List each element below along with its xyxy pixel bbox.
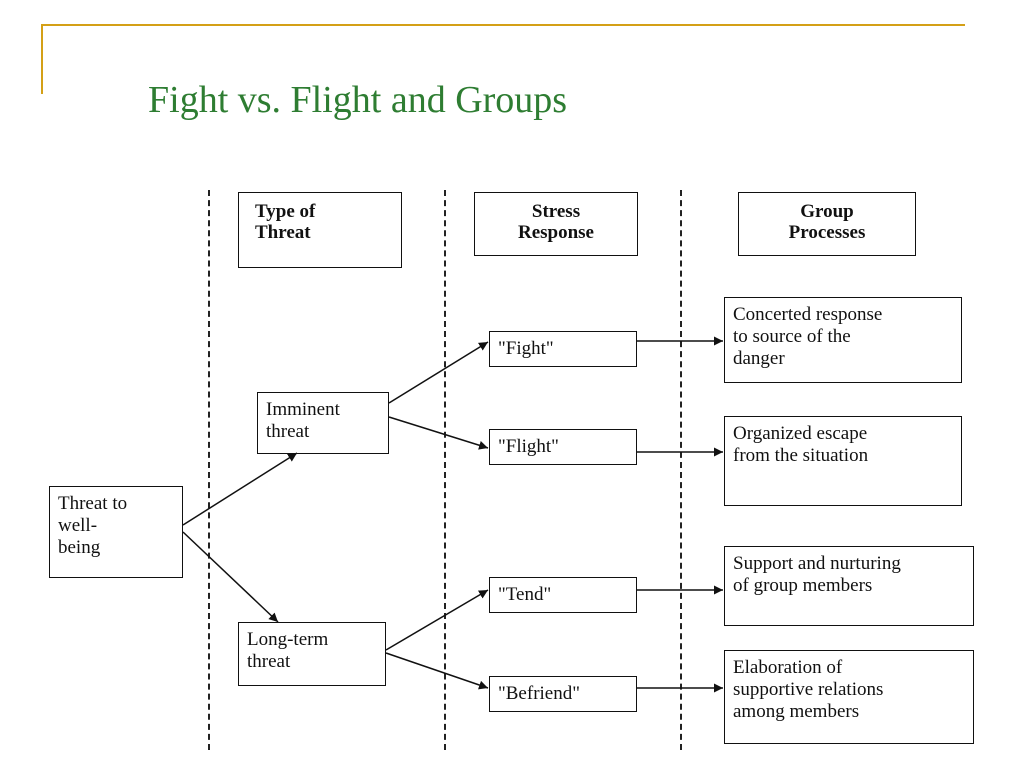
node-elaboration-line-2: supportive relations — [733, 679, 884, 700]
node-tend-label: "Tend" — [498, 584, 552, 605]
divider-1 — [208, 190, 210, 750]
node-support-line-2: of group members — [733, 575, 873, 596]
node-threat-line-3: being — [58, 537, 101, 558]
node-concerted-line-1: Concerted response — [733, 304, 883, 325]
node-fight-label: "Fight" — [498, 338, 554, 359]
node-long-term-threat: Long-term threat — [238, 622, 386, 686]
corner-rule-top — [41, 24, 965, 26]
node-support-nurturing: Support and nurturing of group members — [724, 546, 974, 626]
header-type-of-threat-line-1: Type of — [255, 201, 316, 222]
node-threat-to-well-being: Threat to well- being — [49, 486, 183, 578]
node-flight: "Flight" — [489, 429, 637, 465]
slide-title: Fight vs. Flight and Groups — [148, 79, 568, 121]
header-type-of-threat-line-2: Threat — [255, 222, 311, 243]
node-organized-line-2: from the situation — [733, 445, 869, 466]
node-concerted-line-2: to source of the — [733, 326, 851, 347]
arrow-long-term-to-tend — [385, 589, 489, 651]
arrow-threat-to-imminent — [182, 452, 298, 526]
header-stress-response-line-2: Response — [517, 222, 594, 243]
header-stress-response: Stress Response — [474, 192, 638, 256]
node-organized-line-1: Organized escape — [733, 423, 868, 444]
node-befriend: "Befriend" — [489, 676, 637, 712]
arrow-imminent-to-flight — [388, 416, 489, 450]
arrow-long-term-to-befriend — [385, 652, 489, 690]
header-group-processes-line-2: Processes — [788, 222, 866, 243]
node-support-line-1: Support and nurturing — [733, 553, 901, 574]
node-threat-line-2: well- — [58, 515, 98, 536]
node-flight-label: "Flight" — [498, 436, 559, 457]
node-elaboration-line-1: Elaboration of — [733, 657, 843, 678]
node-tend: "Tend" — [489, 577, 637, 613]
node-long-term-line-2: threat — [247, 651, 291, 672]
header-group-processes: Group Processes — [738, 192, 916, 256]
node-concerted-response: Concerted response to source of the dang… — [724, 297, 962, 383]
header-stress-response-line-1: Stress — [531, 201, 581, 222]
node-imminent-line-1: Imminent — [266, 399, 340, 420]
arrow-threat-to-long-term — [182, 531, 279, 623]
arrow-imminent-to-fight — [388, 341, 489, 404]
node-befriend-label: "Befriend" — [498, 683, 580, 704]
node-organized-escape: Organized escape from the situation — [724, 416, 962, 506]
node-elaboration: Elaboration of supportive relations amon… — [724, 650, 974, 744]
node-imminent-line-2: threat — [266, 421, 310, 442]
node-threat-line-1: Threat to — [58, 493, 128, 514]
corner-rule-left — [41, 24, 43, 94]
divider-2 — [444, 190, 446, 750]
node-concerted-line-3: danger — [733, 348, 785, 369]
node-fight: "Fight" — [489, 331, 637, 367]
node-elaboration-line-3: among members — [733, 701, 860, 722]
divider-3 — [680, 190, 682, 750]
header-group-processes-line-1: Group — [800, 201, 854, 222]
node-imminent-threat: Imminent threat — [257, 392, 389, 454]
node-long-term-line-1: Long-term — [247, 629, 329, 650]
header-type-of-threat: Type of Threat — [238, 192, 402, 268]
